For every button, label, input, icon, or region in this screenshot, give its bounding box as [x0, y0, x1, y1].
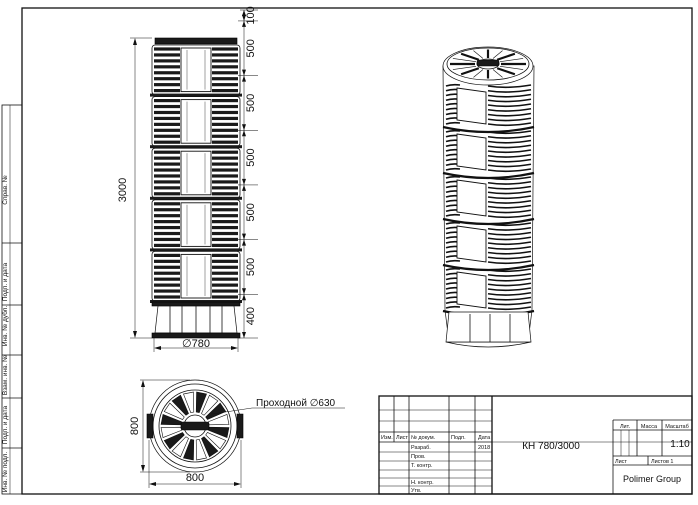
- iso-section: [442, 175, 535, 226]
- dim-top-height: 800: [129, 379, 190, 473]
- dim-chain-value: 500: [245, 203, 257, 221]
- tb-row-utv: Утв.: [411, 488, 422, 494]
- tb-header-date: Дата: [478, 435, 491, 441]
- tb-col-lit: Лит.: [620, 424, 631, 430]
- strip-label-3: Инв. № дубл.: [1, 306, 9, 346]
- front-section: [150, 199, 242, 252]
- tb-company: Polimer Group: [623, 474, 681, 484]
- tb-header-list: Лист: [396, 435, 408, 441]
- strip-label-6: Инв. № подл.: [2, 452, 9, 493]
- dim-chain-value: 500: [245, 148, 257, 166]
- tb-header-doc: № докум.: [411, 435, 436, 441]
- front-section: [150, 250, 242, 303]
- tb-col-mass: Масса: [641, 424, 658, 430]
- iso-section: [442, 221, 535, 272]
- title-block: Изм. Лист № докум. Подп. Дата Разраб. Пр…: [378, 395, 693, 495]
- strip-label-5: Подп. и дата: [2, 405, 9, 444]
- front-section: [150, 96, 242, 149]
- dim-chain-value: 500: [245, 258, 257, 276]
- dim-base-diameter-value: ∅780: [182, 338, 210, 350]
- dim-top-width-value: 800: [186, 472, 204, 484]
- dim-top-width: 800: [148, 440, 242, 488]
- tb-header-izm: Изм.: [381, 435, 393, 441]
- dim-chain-value: 100: [245, 6, 257, 24]
- tb-col-scale: Масштаб: [665, 424, 689, 430]
- front-view: [150, 37, 242, 339]
- strip-label-4: Взам. инв. №: [2, 355, 9, 395]
- dim-base-diameter: ∅780: [153, 338, 239, 352]
- dim-chain-right: 100 500 500 500 500 500 400: [238, 6, 258, 339]
- tb-sheet-label: Лист: [615, 459, 627, 465]
- tb-designation: КН 780/3000: [522, 441, 580, 452]
- isometric-view: [442, 46, 535, 348]
- dim-total-height-value: 3000: [117, 178, 129, 202]
- tb-row-razrab: Разраб.: [411, 445, 431, 451]
- dim-chain-value: 400: [245, 307, 257, 325]
- tb-row-tkontr: Т. контр.: [411, 463, 433, 469]
- dim-chain-value: 500: [245, 94, 257, 112]
- tb-sheets-label: Листов 1: [651, 459, 673, 465]
- front-section: [150, 147, 242, 200]
- passage-leader: Проходной ∅630: [211, 398, 345, 415]
- tb-scale-value: 1:10: [670, 439, 690, 450]
- strip-label-1: Справ. №: [2, 175, 9, 205]
- tb-row-nkontr: Н. контр.: [411, 480, 434, 486]
- passage-label: Проходной ∅630: [256, 398, 336, 409]
- side-strip: Справ. № Подп. и дата Инв. № дубл. Взам.…: [1, 104, 23, 495]
- tb-year: 2018: [478, 445, 490, 451]
- strip-label-2: Подп. и дата: [2, 262, 9, 301]
- iso-section: [442, 129, 535, 180]
- tb-row-prov: Пров.: [411, 454, 426, 460]
- tb-header-sign: Подп.: [451, 435, 466, 441]
- front-section: [150, 44, 242, 97]
- dim-chain-value: 500: [245, 39, 257, 57]
- dim-top-height-value: 800: [129, 417, 141, 435]
- top-view: [146, 379, 244, 473]
- dim-total-height: 3000: [117, 37, 152, 339]
